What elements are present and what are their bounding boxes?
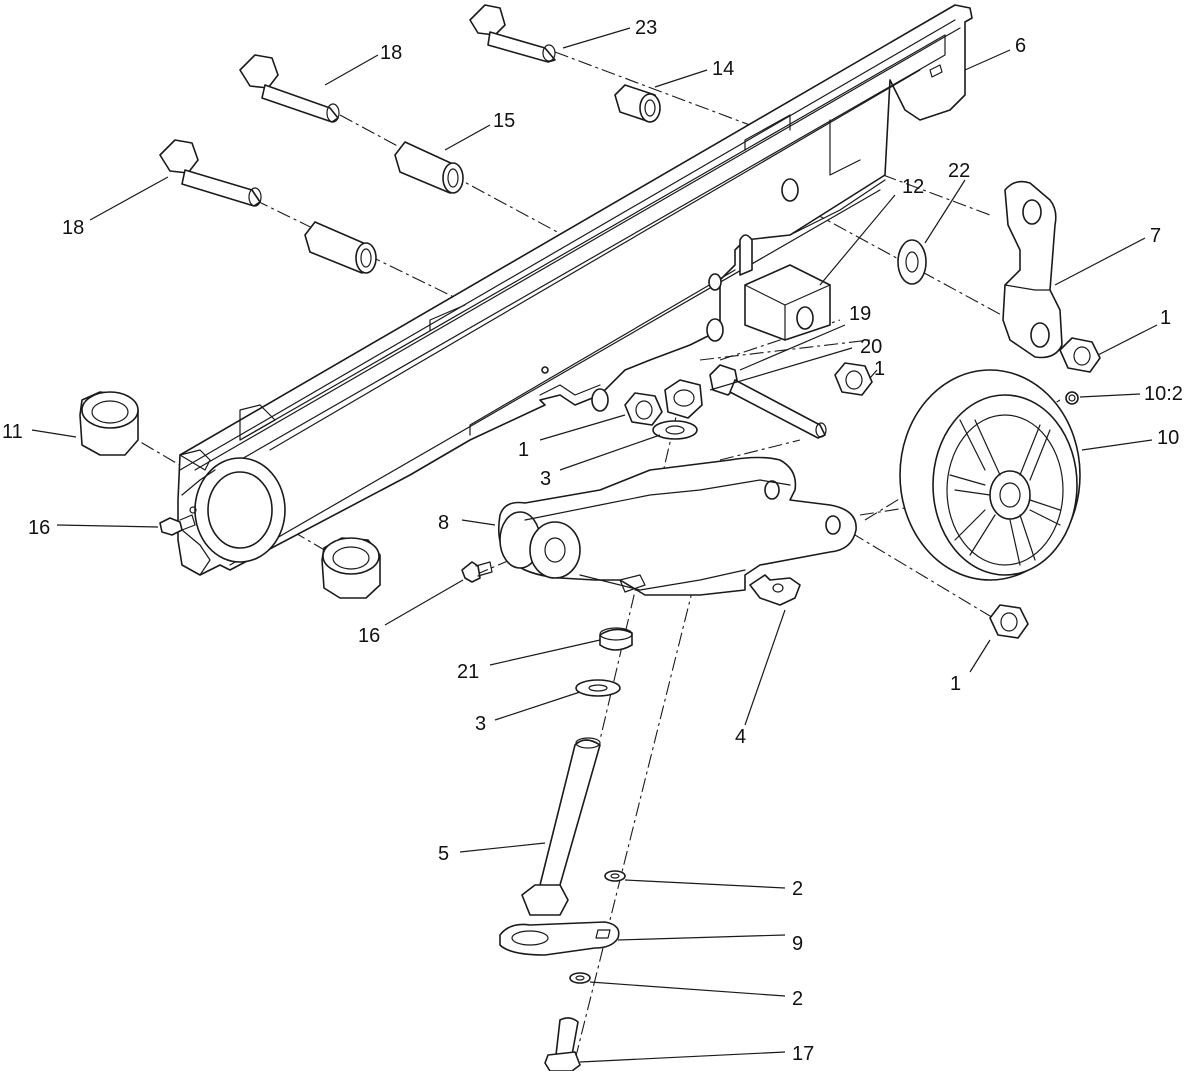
callout-11: 11 xyxy=(2,421,23,443)
callout-1-frame-lower: 1 xyxy=(518,439,529,461)
washer-3-lower xyxy=(575,679,621,697)
callout-15: 15 xyxy=(493,110,515,132)
callout-2-lower: 2 xyxy=(792,988,803,1010)
callout-14: 14 xyxy=(712,58,734,80)
callout-16-frame: 16 xyxy=(28,517,50,539)
callouts: 23 18 14 6 15 22 12 18 7 19 1 20 1 11 1 … xyxy=(2,17,1183,1065)
washer-3-upper xyxy=(652,420,698,440)
callout-1-frame-upper: 1 xyxy=(874,358,885,380)
callout-23: 23 xyxy=(635,17,657,39)
block-12 xyxy=(744,264,831,341)
bolt-23 xyxy=(469,4,556,63)
bolt-18-upper xyxy=(239,54,340,123)
spacer-21 xyxy=(599,627,633,651)
washer-2-upper xyxy=(604,870,626,882)
callout-18-lower: 18 xyxy=(62,217,84,239)
callout-4: 4 xyxy=(735,726,746,748)
caster-spindle-5 xyxy=(521,737,601,916)
grease-fitting-16-frame xyxy=(159,514,196,536)
callout-7: 7 xyxy=(1150,225,1161,247)
washer-22 xyxy=(897,239,927,285)
caster-arm-8 xyxy=(497,456,857,596)
callout-6: 6 xyxy=(1015,35,1026,57)
bolt-18-lower xyxy=(159,139,262,207)
bushing-11-front xyxy=(79,391,139,456)
nut-1-lower-frame xyxy=(624,392,663,426)
callout-8: 8 xyxy=(438,512,449,534)
nut-1-upper-frame xyxy=(834,362,873,396)
spacer-15 xyxy=(394,141,464,194)
callout-20: 20 xyxy=(860,336,882,358)
callout-10: 10 xyxy=(1157,427,1179,449)
callout-16-arm: 16 xyxy=(358,625,380,647)
plate-9 xyxy=(499,921,620,956)
nut-1-bracket xyxy=(1059,337,1101,373)
callout-3-upper: 3 xyxy=(540,468,551,490)
callout-1-wheel: 1 xyxy=(950,673,961,695)
callout-17: 17 xyxy=(792,1043,814,1065)
bushing-11-rear xyxy=(321,537,381,599)
leader-lines xyxy=(31,27,1158,1063)
callout-10-2: 10:2 xyxy=(1144,383,1183,405)
nut-1-wheel xyxy=(989,604,1029,639)
callout-18-upper: 18 xyxy=(380,42,402,64)
callout-5: 5 xyxy=(438,843,449,865)
bolt-17 xyxy=(544,1017,581,1071)
bolt-19 xyxy=(709,364,827,439)
callout-22: 22 xyxy=(948,160,970,182)
callout-1-bracket: 1 xyxy=(1160,307,1171,329)
callout-2-upper: 2 xyxy=(792,878,803,900)
callout-3-lower: 3 xyxy=(475,713,486,735)
frame-arm xyxy=(177,4,973,576)
grease-fitting-16-arm xyxy=(461,561,493,583)
callout-9: 9 xyxy=(792,933,803,955)
callout-21: 21 xyxy=(457,661,479,683)
washer-2-lower xyxy=(569,972,591,984)
grease-fitting-10-2 xyxy=(1065,391,1079,405)
spacer-14 xyxy=(614,84,661,123)
bracket-7 xyxy=(1002,180,1063,359)
callout-12: 12 xyxy=(902,176,924,198)
wheel-10 xyxy=(899,369,1081,581)
nut-20 xyxy=(664,379,703,419)
clip-4 xyxy=(749,574,801,606)
callout-19: 19 xyxy=(849,303,871,325)
spacer-lower xyxy=(304,221,377,274)
